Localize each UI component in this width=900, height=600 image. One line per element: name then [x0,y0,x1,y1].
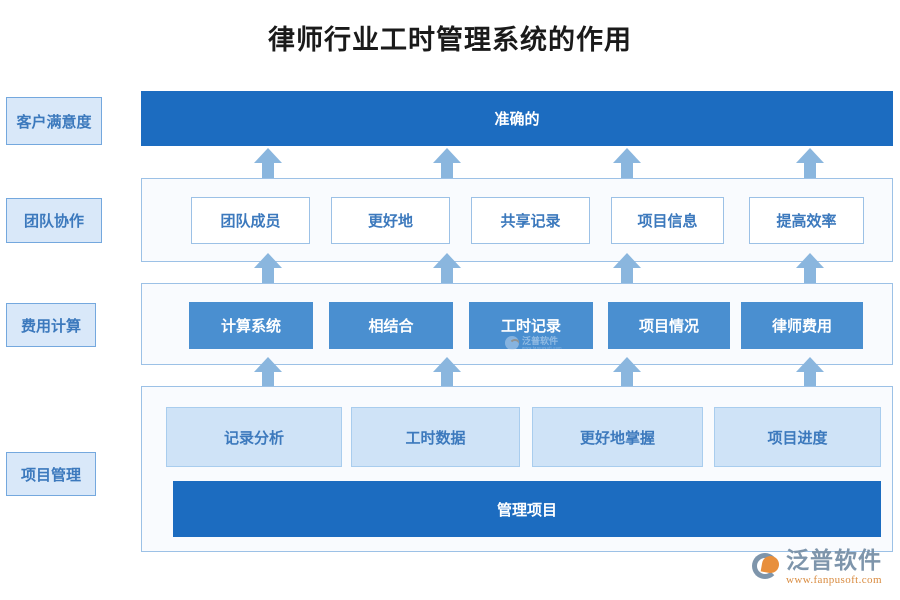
arrow-head [433,253,461,268]
arrow-shaft [262,371,274,387]
brand-logo: 泛普软件 www.fanpusoft.com [752,549,882,586]
page-title: 律师行业工时管理系统的作用 [268,25,632,55]
arrow-shaft [262,162,274,178]
arrow-head [613,148,641,163]
node-improve-efficiency[interactable]: 提高效率 [749,197,864,244]
node-project-progress[interactable]: 项目进度 [714,407,881,467]
up-arrow-icon [796,357,824,387]
arrow-shaft [262,267,274,283]
arrow-head [613,253,641,268]
top-bar-accurate: 准确的 [141,91,893,146]
stage-label-team-collaboration: 团队协作 [6,198,102,243]
arrow-head [254,148,282,163]
arrow-shaft [621,267,633,283]
arrow-shaft [804,162,816,178]
arrow-head [254,357,282,372]
up-arrow-icon [433,148,461,178]
node-lawyer-fee[interactable]: 律师费用 [741,302,863,349]
brand-name: 泛普软件 [786,548,882,573]
arrow-head [796,148,824,163]
up-arrow-icon [613,357,641,387]
up-arrow-icon [613,148,641,178]
arrow-head [613,357,641,372]
node-record-analysis[interactable]: 记录分析 [166,407,342,467]
node-calculation-system[interactable]: 计算系统 [189,302,313,349]
node-team-member[interactable]: 团队成员 [191,197,310,244]
stage-label-customer-satisfaction: 客户满意度 [6,97,102,145]
arrow-shaft [621,371,633,387]
node-project-info[interactable]: 项目信息 [611,197,724,244]
up-arrow-icon [254,253,282,283]
up-arrow-icon [796,148,824,178]
arrow-shaft [441,371,453,387]
arrow-head [254,253,282,268]
brand-url: www.fanpusoft.com [786,574,882,586]
up-arrow-icon [254,357,282,387]
node-combined-with[interactable]: 相结合 [329,302,453,349]
up-arrow-icon [613,253,641,283]
node-time-record[interactable]: 工时记录 [469,302,593,349]
up-arrow-icon [254,148,282,178]
node-shared-record[interactable]: 共享记录 [471,197,590,244]
node-project-status[interactable]: 项目情况 [608,302,730,349]
arrow-shaft [804,267,816,283]
arrow-shaft [621,162,633,178]
node-time-data[interactable]: 工时数据 [351,407,520,467]
arrow-shaft [441,162,453,178]
logo-swoosh [760,554,781,575]
arrow-head [433,148,461,163]
arrow-shaft [804,371,816,387]
arrow-head [433,357,461,372]
up-arrow-icon [796,253,824,283]
node-better-grasp[interactable]: 更好地掌握 [532,407,703,467]
up-arrow-icon [433,253,461,283]
up-arrow-icon [433,357,461,387]
stage-label-cost-calculation: 费用计算 [6,303,96,347]
arrow-shaft [441,267,453,283]
logo-ring [752,553,778,579]
brand-text: 泛普软件 www.fanpusoft.com [786,549,882,586]
node-manage-project[interactable]: 管理项目 [173,481,881,537]
arrow-head [796,253,824,268]
node-better[interactable]: 更好地 [331,197,450,244]
stage-label-project-management: 项目管理 [6,452,96,496]
arrow-head [796,357,824,372]
fanpu-logo-icon [752,551,782,581]
